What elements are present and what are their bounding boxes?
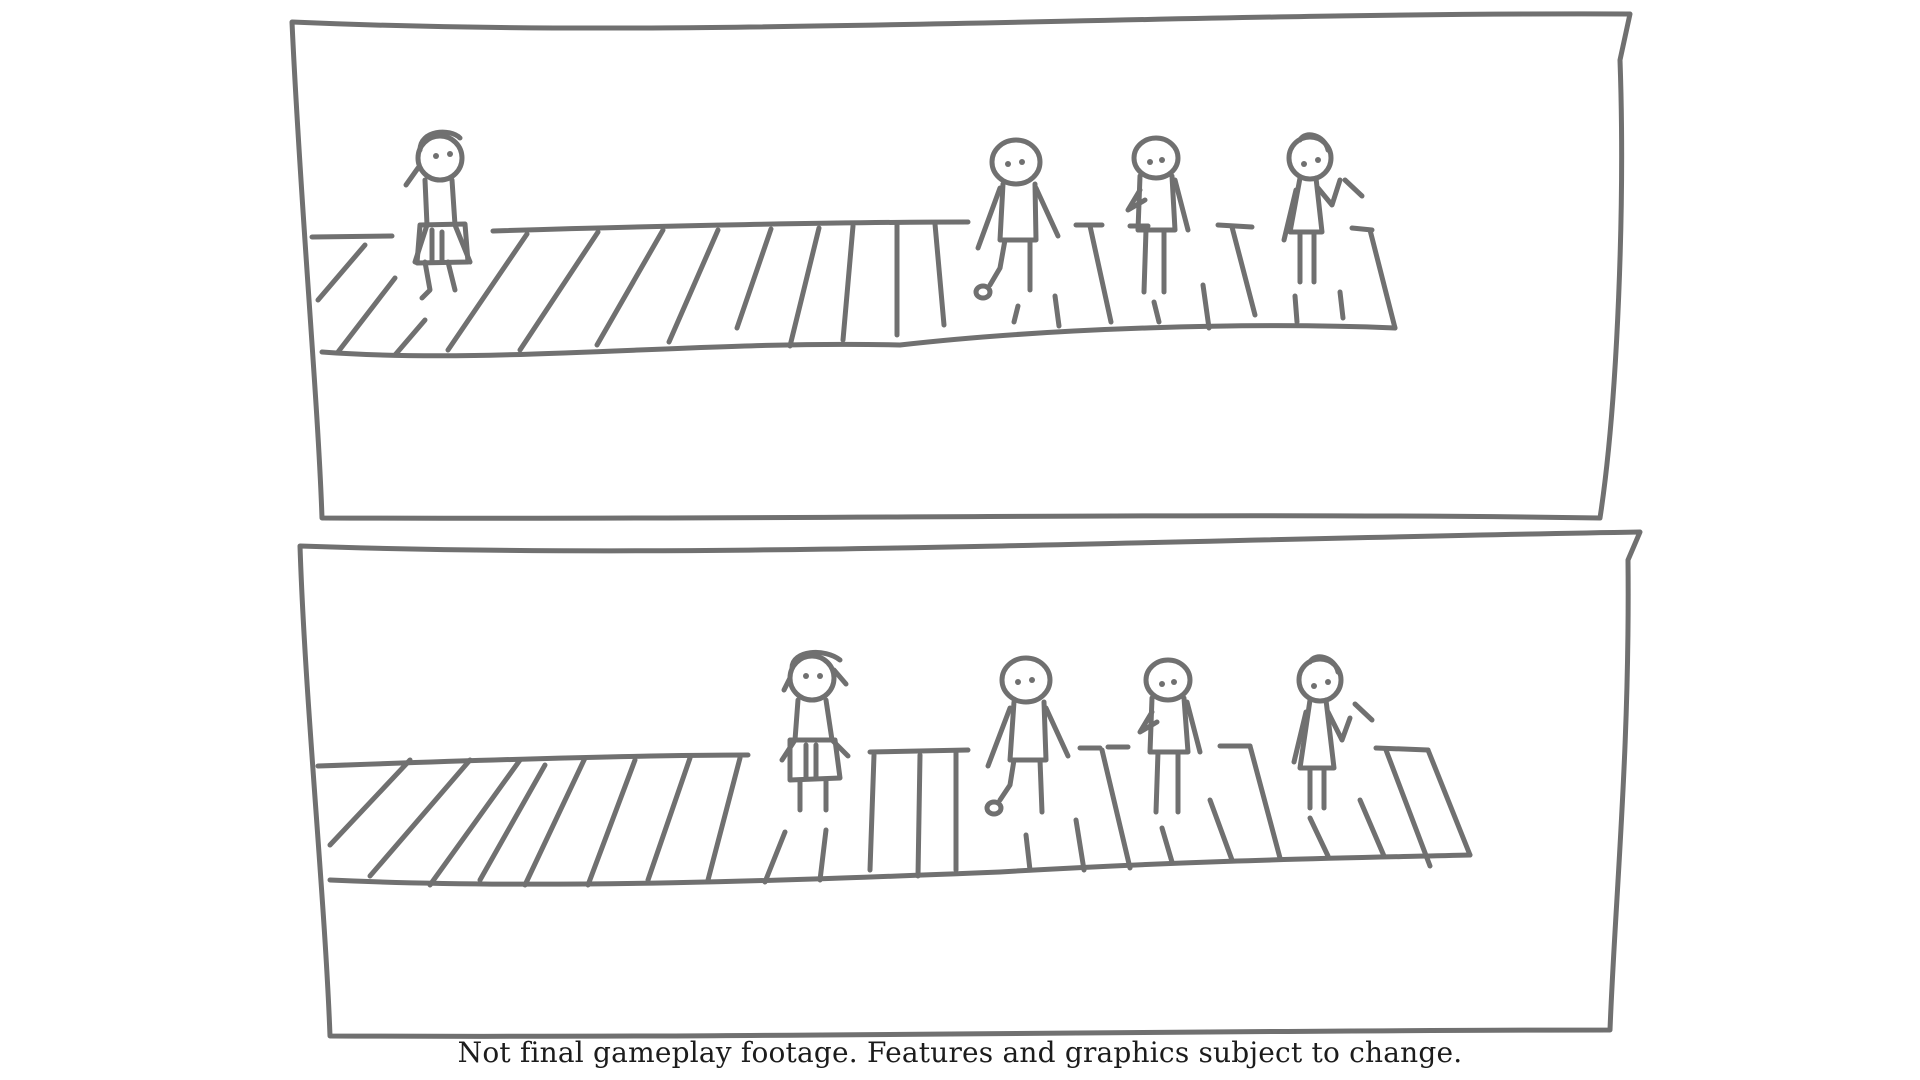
bridge-top <box>309 219 1398 359</box>
disclaimer-caption: Not final gameplay footage. Features and… <box>457 1036 1463 1069</box>
character-boy-ball-top <box>973 137 1061 301</box>
character-boy-ball-bottom <box>984 655 1071 817</box>
panel-bottom <box>297 529 1643 1039</box>
panel-top <box>289 11 1633 521</box>
panel-top-frame <box>289 11 1633 521</box>
character-boy-thinking-top <box>1125 135 1191 295</box>
character-girl-top <box>403 129 473 301</box>
character-girl-waving-bottom <box>1291 654 1375 811</box>
panel-bottom-frame <box>297 529 1643 1039</box>
bridge-bottom <box>315 743 1473 888</box>
character-girl-waving-top <box>1281 132 1365 285</box>
character-boy-thinking-bottom <box>1137 657 1203 815</box>
character-girl-bottom <box>779 649 851 813</box>
